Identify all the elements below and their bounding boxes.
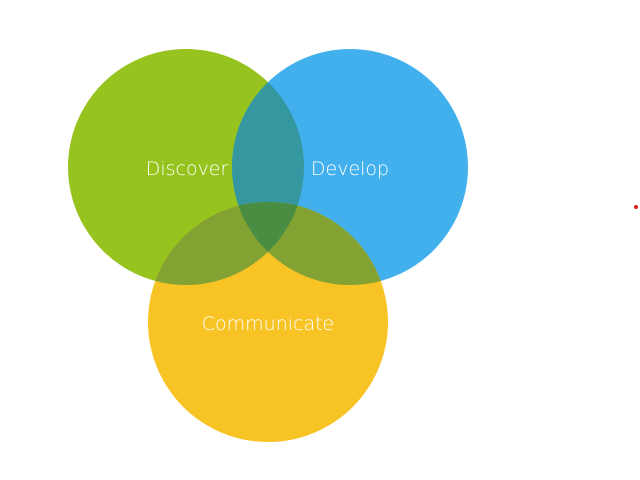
red-dot-marker: [634, 205, 638, 209]
discover-communicate-overlap: [148, 202, 304, 285]
communicate-label: Communicate: [202, 313, 335, 335]
develop-label: Develop: [311, 158, 389, 180]
discover-label: Discover: [146, 158, 229, 180]
develop-communicate-overlap: [232, 202, 388, 285]
